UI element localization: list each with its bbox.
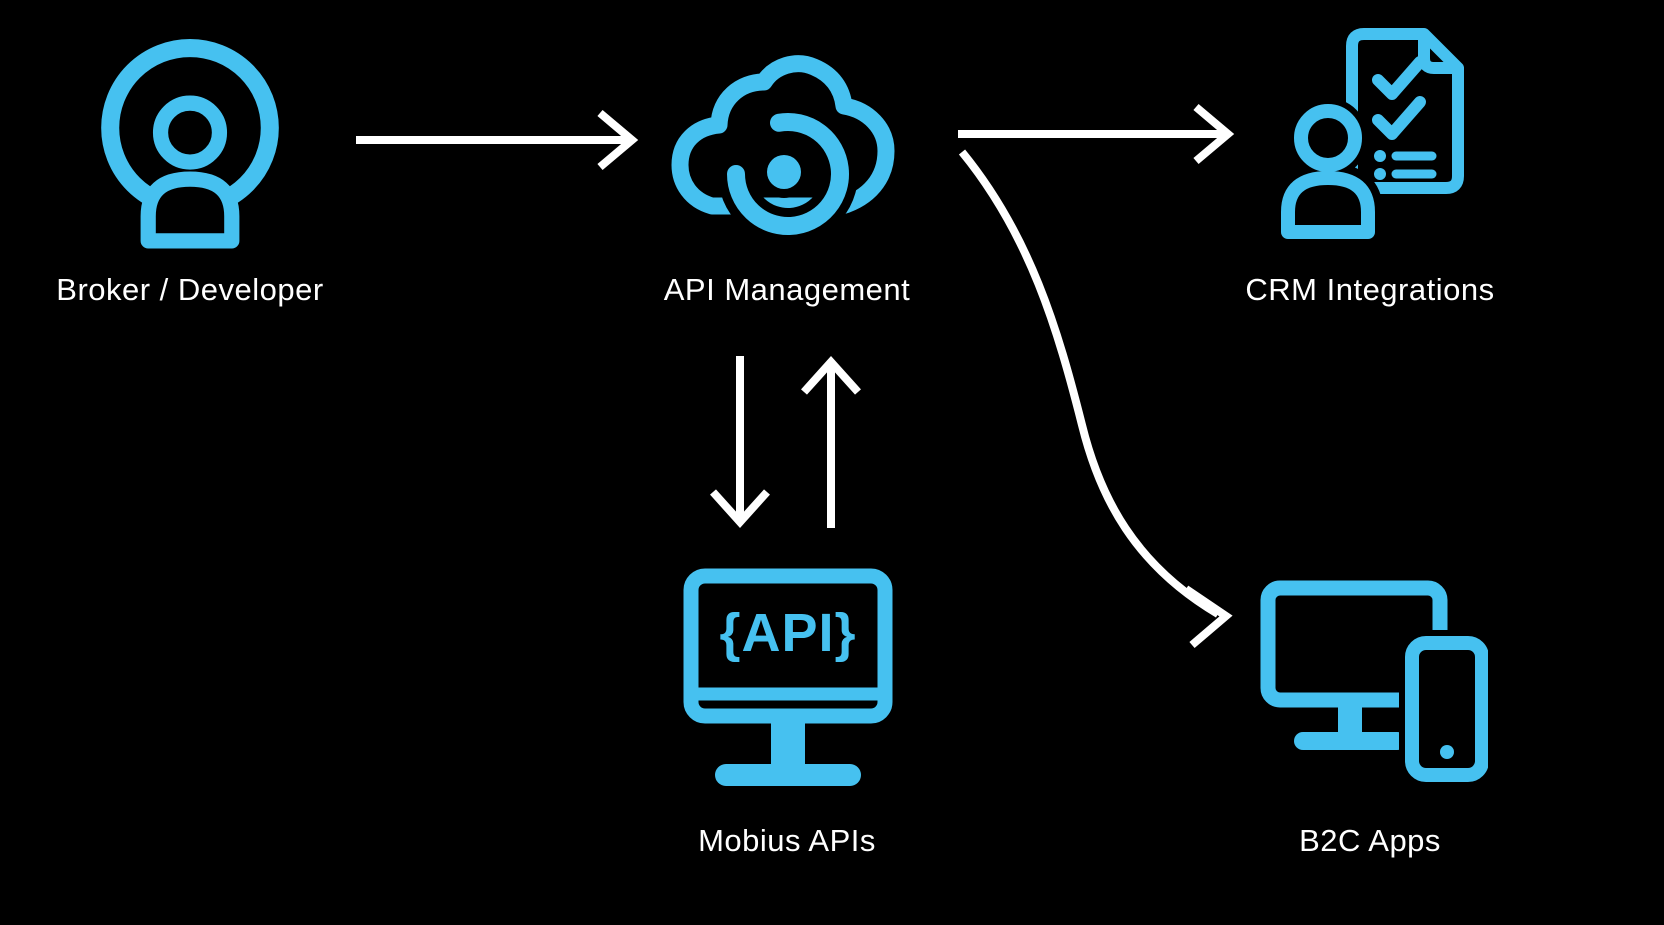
crm-integrations-label: CRM Integrations (1245, 272, 1495, 307)
mobius-apis-label: Mobius APIs (698, 823, 876, 858)
broker-label: Broker / Developer (56, 272, 324, 307)
api-screen-text: {API} (719, 603, 857, 663)
person-checklist-icon (1280, 28, 1485, 240)
api-cloud-icon (660, 36, 910, 241)
arrow-api-management-to-crm (958, 103, 1235, 165)
arrow-api-management-to-b2c (958, 149, 1233, 649)
arrow-mobius-to-api-management (801, 356, 861, 528)
person-in-circle-icon (95, 30, 285, 250)
b2c-apps-label: B2C Apps (1299, 823, 1441, 858)
desktop-phone-icon (1258, 580, 1488, 785)
api-management-label: API Management (663, 272, 911, 307)
arrow-broker-to-api-management (356, 109, 639, 171)
arrow-api-management-to-mobius (710, 356, 770, 528)
monitor-api-icon (683, 568, 893, 793)
